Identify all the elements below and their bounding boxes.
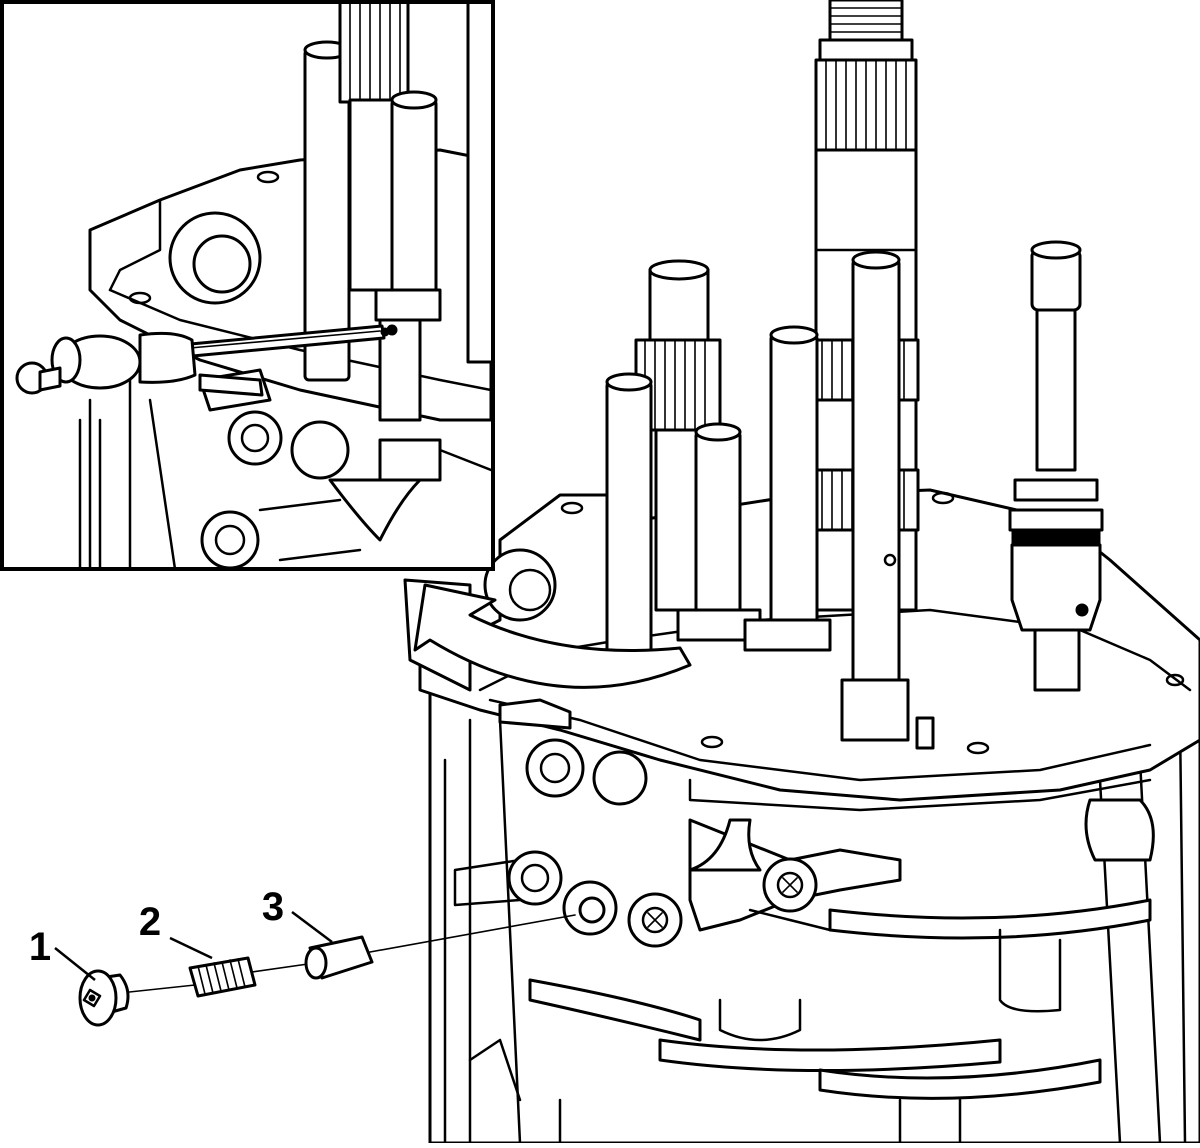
callout-labels: 1 2 3: [29, 885, 333, 981]
shift-fork-bosses: [507, 798, 1155, 948]
pick-tool: [15, 324, 390, 395]
exploded-detent-parts: [78, 914, 576, 1027]
inset-detail-view: [0, 0, 495, 571]
callout-label-3: 3: [262, 885, 284, 929]
detent-pin: [304, 935, 374, 980]
callout-leader-2: [169, 936, 213, 960]
shift-rails: [605, 240, 1104, 750]
transmission-case-assembly: [403, 0, 1200, 1145]
callout-label-1: 1: [29, 925, 51, 969]
callout-label-2: 2: [139, 900, 161, 944]
callout-leader-3: [291, 911, 333, 943]
callout-leader-1: [54, 947, 96, 981]
spring: [188, 956, 257, 998]
plug: [78, 969, 130, 1027]
removal-direction-arrow: [413, 583, 692, 689]
